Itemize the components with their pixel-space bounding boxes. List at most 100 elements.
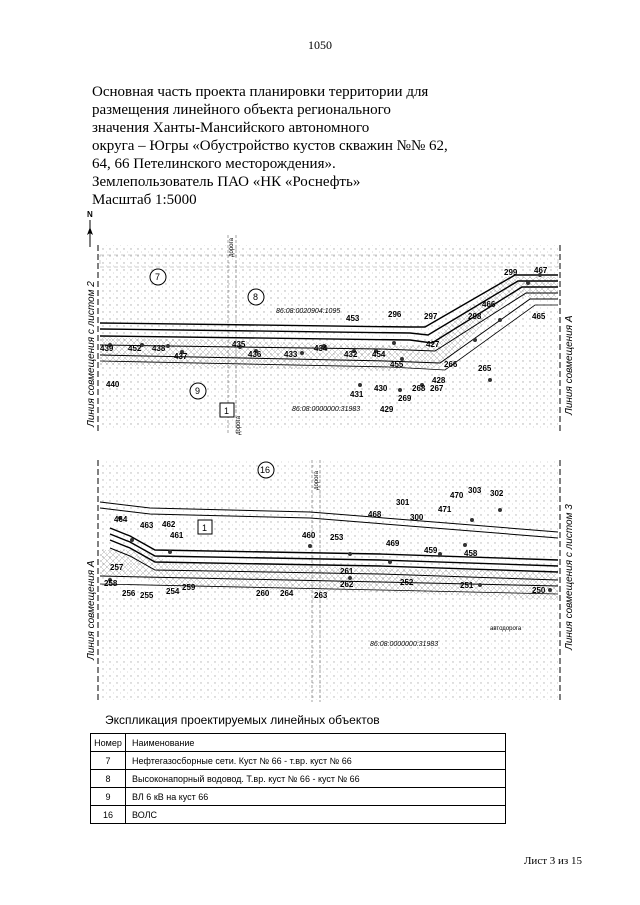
row-name: ВОЛС [125, 805, 506, 824]
row-number: 7 [90, 751, 126, 770]
point-label: 251 [460, 581, 474, 590]
object-marker: 7 [149, 268, 167, 286]
match-line-right: Линия совмещения А [564, 315, 575, 416]
point-label: 303 [468, 486, 482, 495]
point-label: 256 [122, 589, 136, 598]
point-label: 262 [340, 580, 354, 589]
point-label: 264 [280, 589, 294, 598]
point-label: 433 [284, 350, 298, 359]
point-label: 465 [532, 312, 546, 321]
point-label: 298 [468, 312, 482, 321]
svg-text:1: 1 [224, 406, 229, 416]
svg-text:7: 7 [155, 272, 160, 282]
header-name: Наименование [125, 733, 506, 752]
row-number: 16 [90, 805, 126, 824]
point-label: 464 [114, 515, 128, 524]
cadastral-number: 86:08:0000000:31983 [370, 641, 438, 648]
object-marker: 9 [189, 382, 207, 400]
cadastral-number: 86:08:0020904:1095 [276, 308, 340, 315]
road-label: автодорога [490, 626, 522, 632]
point-label: 259 [182, 583, 196, 592]
row-name: Нефтегазосборные сети. Куст № 66 - т.вр.… [125, 751, 506, 770]
point-label: 253 [330, 533, 344, 542]
point-label: 299 [504, 268, 518, 277]
point-label: 439 [100, 344, 114, 353]
title-line: значения Ханты-Мансийского автономного [92, 120, 370, 136]
table-row: 8 Высоконапорный водовод. Т.вр. куст № 6… [90, 769, 506, 788]
point-label: 455 [390, 360, 404, 369]
explication-title: Экспликация проектируемых линейных объек… [105, 713, 380, 727]
road-label: дорога [229, 237, 235, 257]
object-marker: 1 [197, 519, 213, 535]
point-label: 300 [410, 513, 424, 522]
object-marker: 8 [247, 288, 265, 306]
point-label: 268 [412, 384, 426, 393]
title-line: Основная часть проекта планировки террит… [92, 84, 429, 100]
header-number: Номер [90, 733, 126, 752]
pipeline-lines [99, 501, 559, 595]
point-label: 462 [162, 520, 176, 529]
row-name: Высоконапорный водовод. Т.вр. куст № 66 … [125, 769, 506, 788]
point-label: 257 [110, 563, 124, 572]
point-label: 254 [166, 587, 180, 596]
point-label: 428 [432, 376, 446, 385]
point-label: 434 [314, 344, 328, 353]
explication-table: Номер Наименование 7 Нефтегазосборные се… [90, 733, 506, 824]
page-number: 1050 [308, 38, 332, 52]
point-label: 460 [302, 531, 316, 540]
sheet-number: Лист 3 из 15 [523, 855, 582, 867]
point-label: 469 [386, 539, 400, 548]
point-label: 471 [438, 505, 452, 514]
match-line-left: Линия совмещения с листом 2 [86, 281, 97, 428]
table-header-row: Номер Наименование [90, 733, 506, 752]
point-label: 261 [340, 567, 354, 576]
pipeline-lines [99, 274, 558, 371]
point-label: 452 [128, 344, 142, 353]
table-row: 9 ВЛ 6 кВ на куст 66 [90, 787, 506, 806]
point-label: 432 [344, 350, 358, 359]
north-label: N [87, 210, 93, 219]
row-number: 9 [90, 787, 126, 806]
point-label: 435 [232, 340, 246, 349]
point-label: 454 [372, 350, 386, 359]
point-label: 302 [490, 489, 504, 498]
point-label: 296 [388, 310, 402, 319]
north-arrow-icon [87, 220, 93, 247]
title-line: размещения линейного объекта регионально… [92, 102, 391, 118]
road-label: дорога [236, 415, 242, 435]
svg-text:1: 1 [202, 523, 207, 533]
point-label: 263 [314, 591, 328, 600]
point-label: 255 [140, 591, 154, 600]
svg-text:9: 9 [195, 386, 200, 396]
svg-text:8: 8 [253, 292, 258, 302]
point-label: 466 [482, 300, 496, 309]
point-label: 297 [424, 312, 438, 321]
point-label: 437 [174, 352, 188, 361]
point-label: 440 [106, 380, 120, 389]
title-line: округа – Югры «Обустройство кустов скваж… [92, 138, 448, 154]
point-label: 431 [350, 390, 364, 399]
object-marker: 16 [257, 461, 275, 479]
point-label: 429 [380, 405, 394, 414]
point-label: 269 [398, 394, 412, 403]
match-line-right: Линия совмещения с листом 3 [564, 504, 575, 651]
point-label: 463 [140, 521, 154, 530]
table-row: 7 Нефтегазосборные сети. Куст № 66 - т.в… [90, 751, 506, 770]
row-number: 8 [90, 769, 126, 788]
svg-text:16: 16 [260, 465, 270, 475]
point-label: 267 [430, 384, 444, 393]
point-label: 468 [368, 510, 382, 519]
row-name: ВЛ 6 кВ на куст 66 [125, 787, 506, 806]
road-label: дорога [314, 470, 320, 490]
point-label: 250 [532, 586, 546, 595]
point-label: 266 [444, 360, 458, 369]
point-label: 438 [152, 344, 166, 353]
match-line-left: Линия совмещения А [86, 560, 97, 661]
map-fragment-2: Линия совмещения А Линия совмещения с ли… [86, 460, 575, 702]
cadastral-number: 86:08:0000000:31983 [292, 406, 360, 413]
point-label: 461 [170, 531, 184, 540]
point-label: 265 [478, 364, 492, 373]
point-label: 436 [248, 350, 262, 359]
point-label: 258 [104, 579, 118, 588]
point-label: 470 [450, 491, 464, 500]
